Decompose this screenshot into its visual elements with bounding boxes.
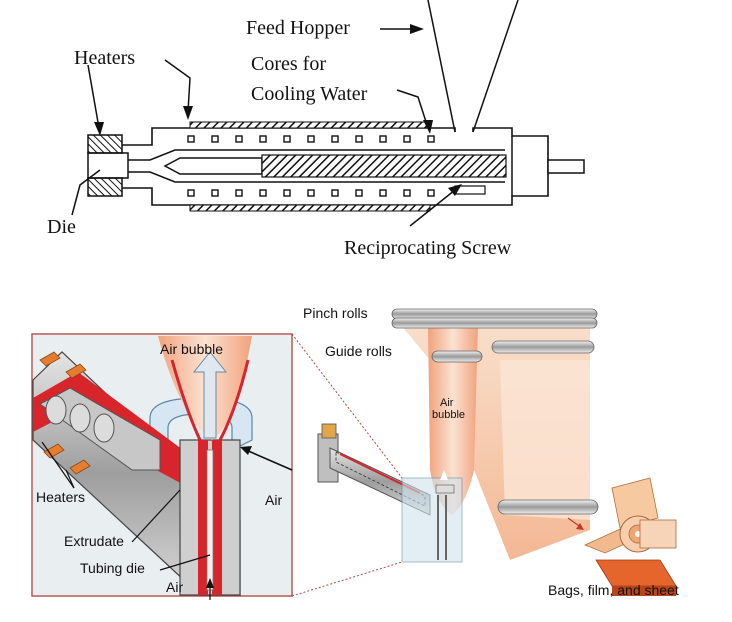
heaters-leader [164, 59, 191, 113]
extrudate-leader [131, 489, 181, 543]
cooling-cores-top [187, 135, 435, 143]
cores-label-line2: Cooling Water [251, 83, 368, 105]
main-air-bubble [428, 325, 478, 515]
reciprocating-screw [261, 154, 507, 178]
reciprocating-screw-label: Reciprocating Screw [344, 237, 512, 259]
screw-leader [409, 189, 456, 227]
cores-leader [396, 89, 429, 129]
feed-hopper-label: Feed Hopper [246, 17, 350, 39]
main-hopper [321, 423, 337, 439]
screw-shaft [547, 159, 585, 174]
inset-air-bubble-label: Air bubble [160, 341, 223, 357]
main-air-label-line2: bubble [432, 409, 465, 421]
guide-roll-left [431, 350, 483, 363]
pinch-rolls-label: Pinch rolls [303, 305, 368, 321]
pinch-roll-1 [391, 308, 598, 320]
die-leader [71, 169, 101, 216]
inset-heaters-label: Heaters [36, 489, 85, 505]
extrudate-label: Extrudate [64, 533, 124, 549]
heaters-label: Heaters [74, 47, 135, 69]
screw-tip [163, 157, 263, 175]
air-tube [206, 449, 214, 591]
barrel-outline [122, 127, 549, 206]
die-detail-inset: Air bubble Heaters Air Extrudate Tubing … [31, 333, 293, 600]
die-block-bottom [87, 177, 123, 197]
injection-barrel-diagram: Feed Hopper Heaters Cores for Cooling Wa… [47, 0, 585, 259]
blown-film-diagram: Air bubble Heaters Air Extrudate Tubing … [31, 305, 679, 600]
air-right-arrow [245, 449, 293, 471]
heater-strip-bottom [189, 204, 431, 212]
main-air-label-line1: Air [440, 397, 454, 409]
heater-strip-top [189, 121, 431, 129]
die-block-top [87, 134, 123, 154]
tubing-die-leader [159, 554, 211, 571]
tubing-die-label: Tubing die [80, 560, 145, 576]
guide-rolls-label: Guide rolls [325, 343, 392, 359]
feed-hopper-arrow [410, 24, 424, 34]
inset-air-bottom-label: Air [166, 579, 183, 595]
cooling-cores-bottom [187, 189, 435, 197]
pinch-roll-2 [391, 317, 598, 329]
heaters-left-leader [87, 64, 100, 129]
air-flow-arrow [192, 351, 228, 439]
inset-heaters [39, 351, 91, 475]
hopper-left-line [427, 0, 456, 133]
air-bottom-arrow [206, 578, 214, 588]
inset-air-right-label: Air [265, 492, 282, 508]
cores-label-line1: Cores for [251, 53, 326, 75]
output-roll [497, 499, 599, 515]
die-label: Die [47, 216, 76, 238]
products-label: Bags, film, and sheet [548, 582, 679, 598]
guide-roll-right [491, 340, 595, 354]
hopper-right-line [472, 0, 519, 133]
products-illustration [567, 477, 677, 596]
